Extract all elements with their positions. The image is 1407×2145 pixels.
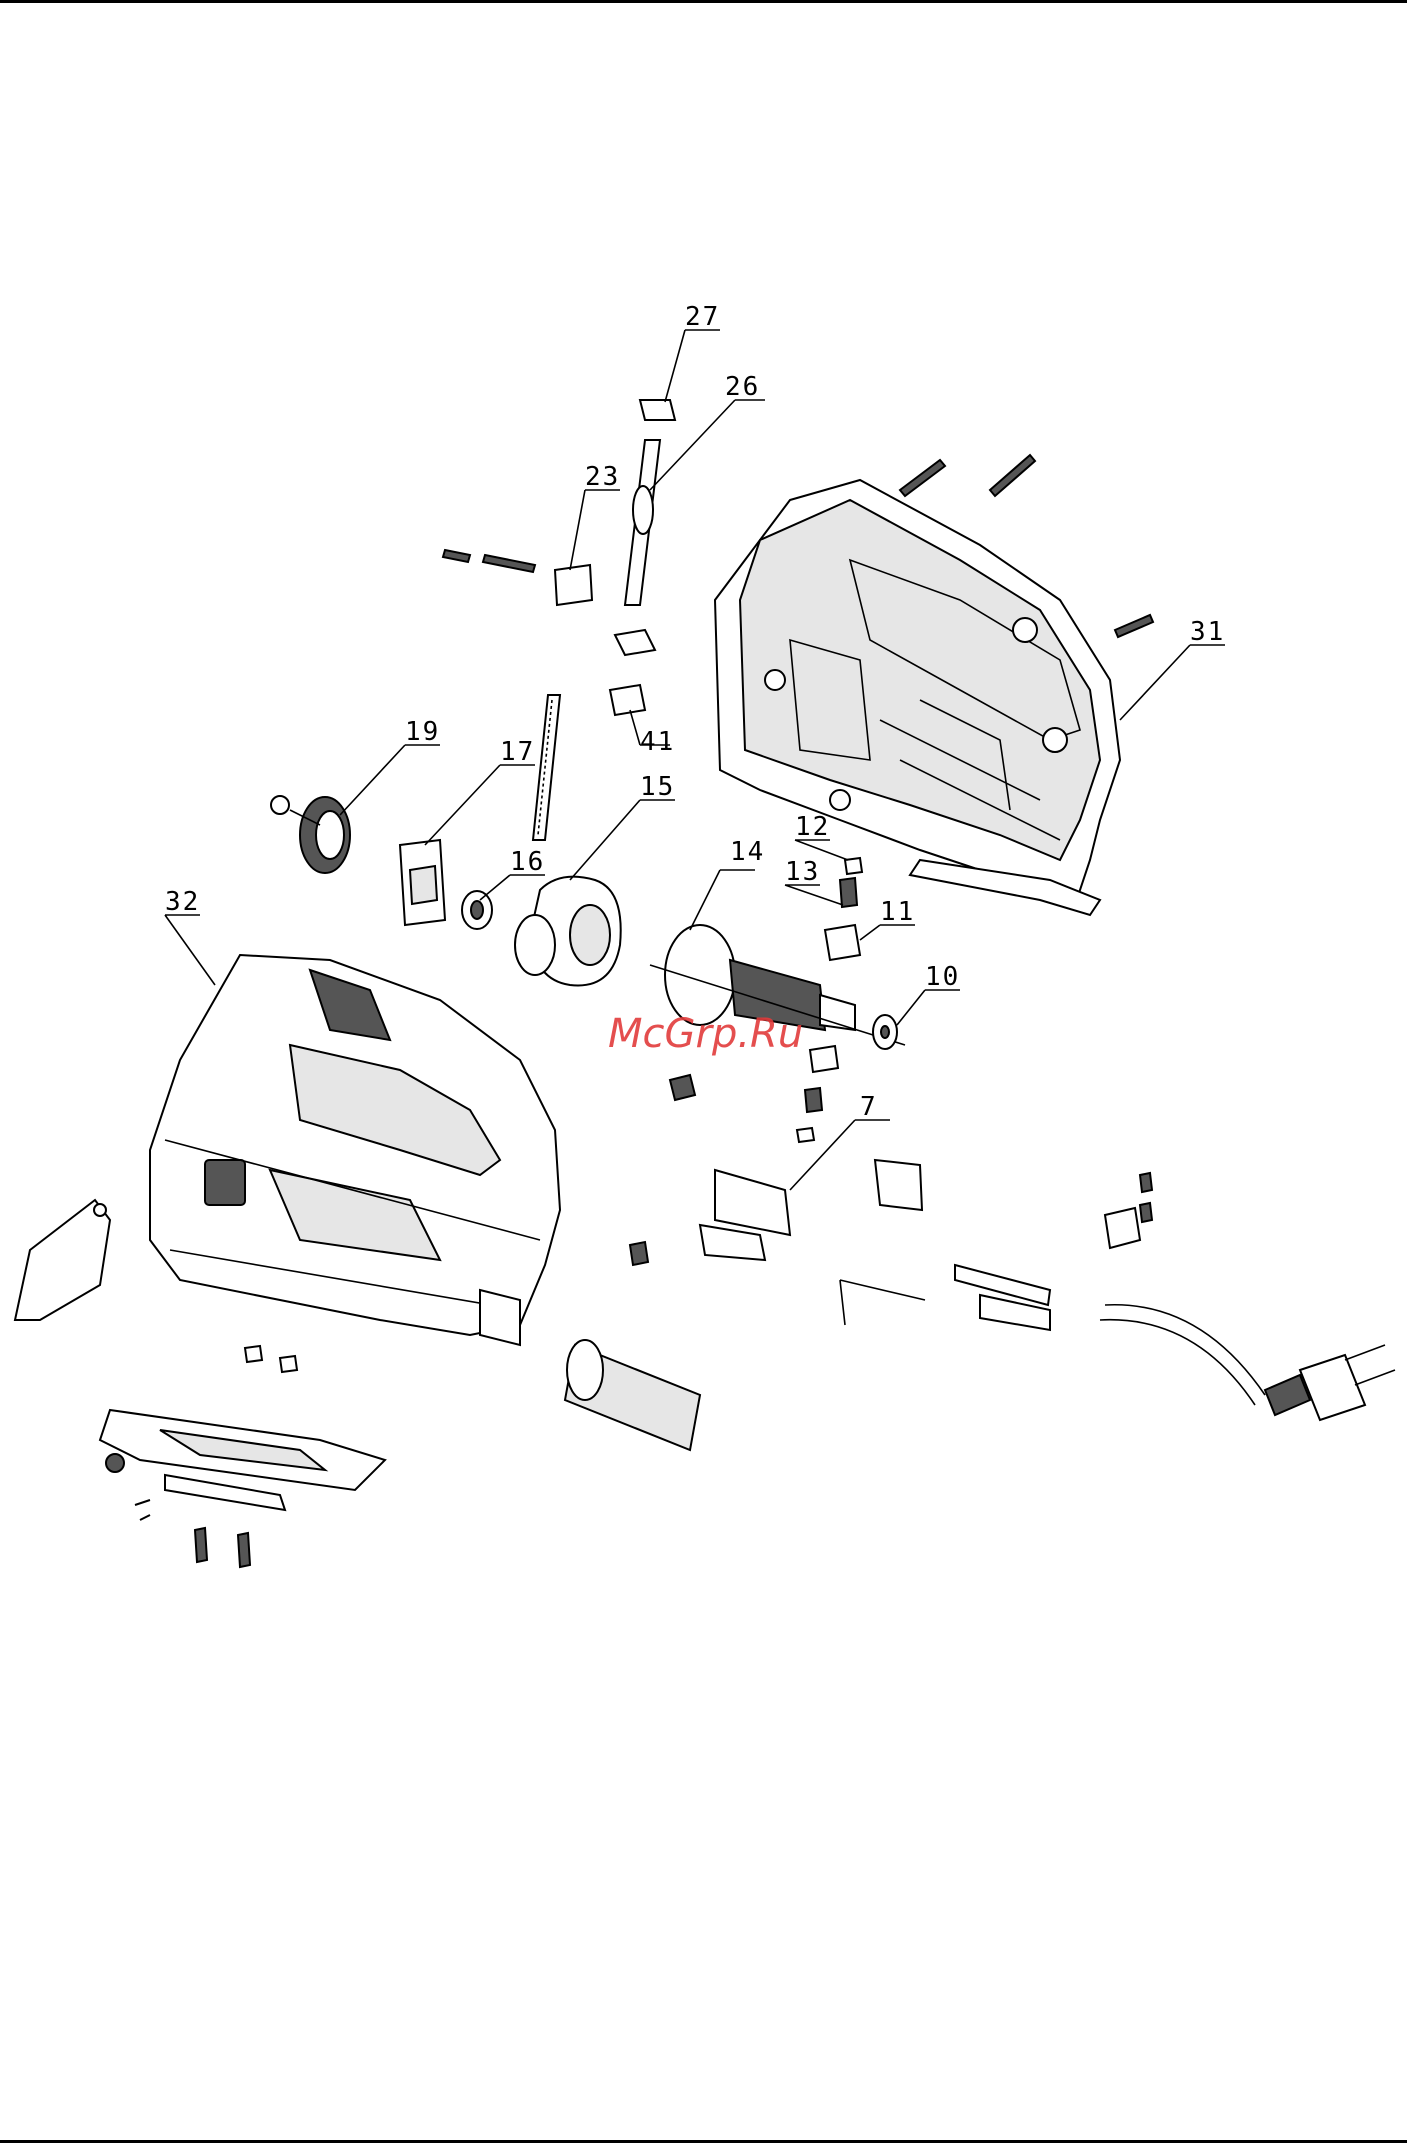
label-12: 12 bbox=[795, 812, 830, 842]
label-15: 15 bbox=[640, 772, 675, 802]
hex-key-and-shaft bbox=[840, 1265, 1050, 1330]
label-17: 17 bbox=[500, 737, 535, 767]
label-14: 14 bbox=[730, 837, 765, 867]
base-plate bbox=[100, 1346, 385, 1567]
label-16: 16 bbox=[510, 847, 545, 877]
label-26: 26 bbox=[725, 372, 760, 402]
label-32: 32 bbox=[165, 887, 200, 917]
label-19: 19 bbox=[405, 717, 440, 747]
stator-15 bbox=[515, 877, 621, 986]
label-31: 31 bbox=[1190, 617, 1225, 647]
watermark-text: McGrp.Ru bbox=[608, 1011, 803, 1057]
gear-and-holder bbox=[271, 796, 492, 929]
label-11: 11 bbox=[880, 897, 915, 927]
label-41: 41 bbox=[640, 727, 675, 757]
label-23: 23 bbox=[585, 462, 620, 492]
label-27: 27 bbox=[685, 302, 720, 332]
switch-7 bbox=[630, 1160, 922, 1265]
housing-half-32 bbox=[150, 955, 560, 1345]
label-7: 7 bbox=[860, 1092, 878, 1122]
power-cord-plug bbox=[1100, 1173, 1395, 1420]
blade-guard bbox=[15, 1200, 110, 1320]
label-10: 10 bbox=[925, 962, 960, 992]
dust-tube bbox=[565, 1340, 700, 1450]
housing-half-31 bbox=[715, 455, 1153, 915]
label-13: 13 bbox=[785, 857, 820, 887]
